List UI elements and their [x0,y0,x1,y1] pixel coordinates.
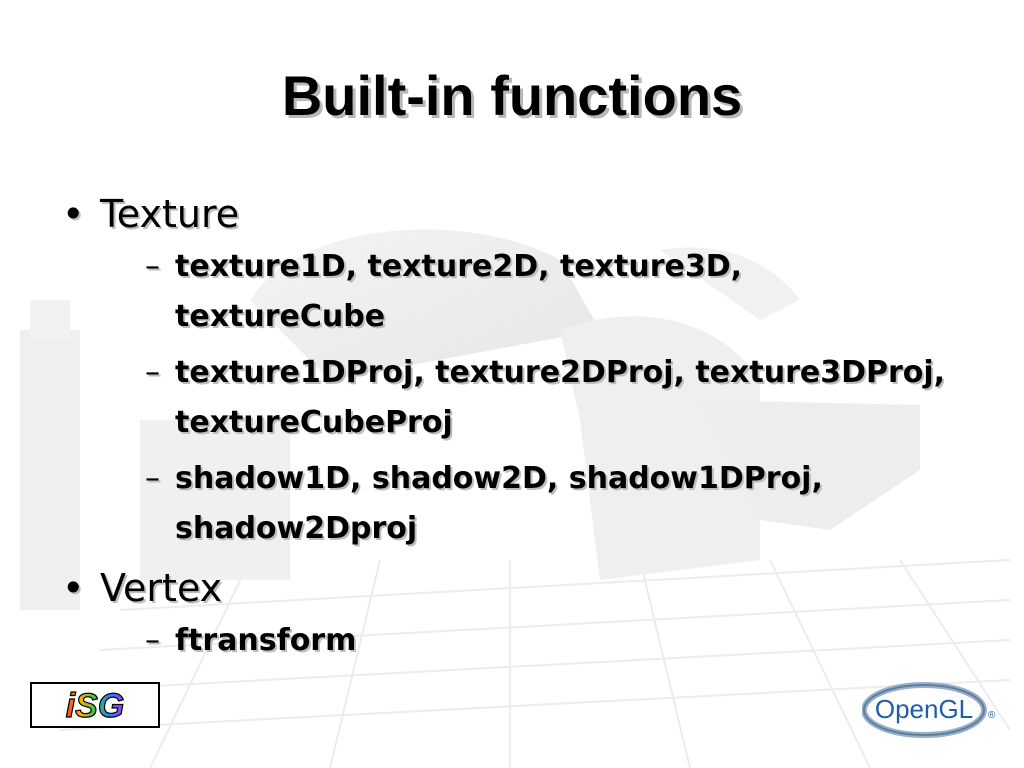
isg-logo: iSG [30,682,160,728]
svg-text:OpenGL: OpenGL [875,694,973,724]
bullet-list: • Texture – texture1D, texture2D, textur… [60,186,960,672]
bullet-text: Texture [100,192,240,236]
sub-bullet-text: texture1DProj, texture2DProj, texture3DP… [175,355,946,440]
sub-bullet: – texture1DProj, texture2DProj, texture3… [145,348,960,448]
slide-title: Built-in functions [281,64,743,127]
opengl-logo: OpenGL ® [861,680,998,738]
dash-marker: – [145,355,160,390]
sub-bullet: – ftransform [145,616,960,666]
bullet-vertex: • Vertex [60,560,960,616]
dash-marker: – [145,461,160,496]
bullet-texture: • Texture [60,186,960,242]
dash-marker: – [145,249,160,284]
bullet-marker: • [62,192,85,236]
sub-bullet-text: ftransform [175,623,357,658]
bullet-marker: • [62,566,85,610]
bullet-text: Vertex [100,566,223,610]
sub-bullet-text: shadow1D, shadow2D, shadow1DProj, shadow… [175,461,823,546]
sub-bullet: – texture1D, texture2D, texture3D, textu… [145,242,960,342]
sub-bullet: – shadow1D, shadow2D, shadow1DProj, shad… [145,454,960,554]
svg-text:iSG: iSG [66,687,125,725]
sub-bullet-text: texture1D, texture2D, texture3D, texture… [175,249,743,334]
svg-text:®: ® [988,710,996,721]
dash-marker: – [145,623,160,658]
